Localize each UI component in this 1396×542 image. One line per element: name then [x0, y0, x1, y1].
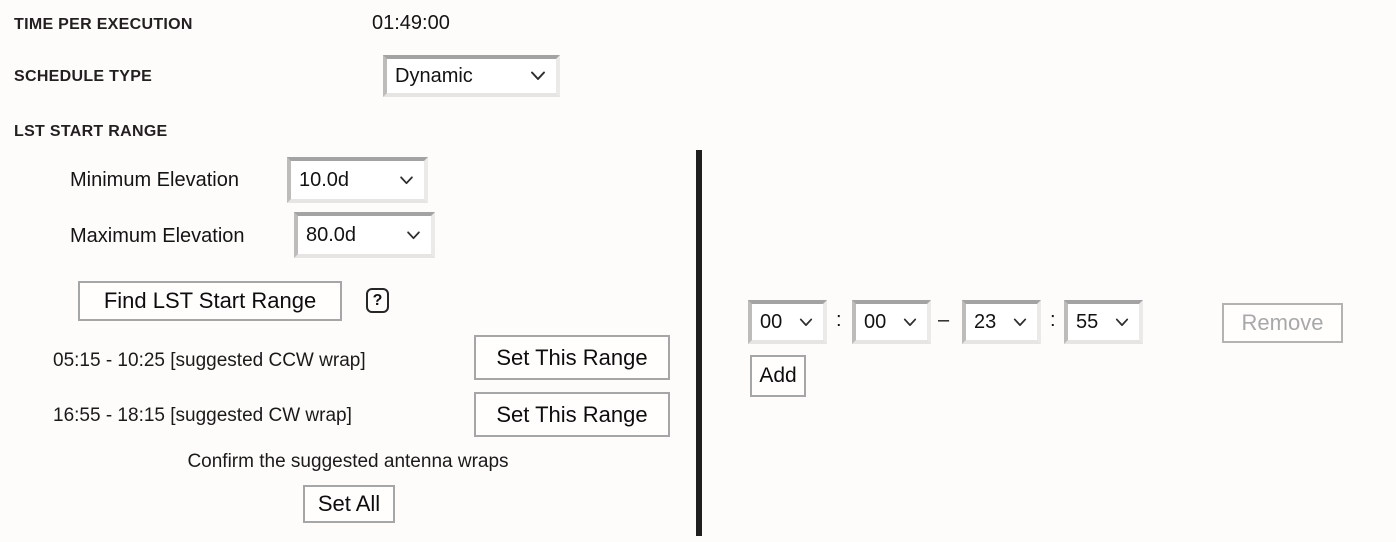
end-hour-select[interactable]: 23: [962, 300, 1041, 344]
chevron-down-icon: [799, 318, 813, 326]
suggested-range-1-text: 05:15 - 10:25 [suggested CCW wrap]: [53, 350, 366, 371]
start-minute-selected-value: 00: [864, 310, 887, 333]
maximum-elevation-selected-value: 80.0d: [306, 223, 357, 246]
add-range-button[interactable]: Add: [750, 355, 806, 397]
chevron-down-icon: [1115, 318, 1129, 326]
time-per-execution-value: 01:49:00: [372, 12, 450, 34]
chevron-down-icon: [531, 71, 545, 80]
start-hour-select[interactable]: 00: [748, 300, 827, 344]
end-minute-select[interactable]: 55: [1064, 300, 1143, 344]
maximum-elevation-select[interactable]: 80.0d: [294, 212, 435, 258]
end-hour-selected-value: 23: [974, 310, 997, 333]
end-minute-selected-value: 55: [1076, 310, 1099, 333]
maximum-elevation-label: Maximum Elevation: [70, 225, 245, 247]
time-per-execution-label: TIME PER EXECUTION: [14, 16, 193, 33]
minimum-elevation-select[interactable]: 10.0d: [287, 157, 428, 203]
find-lst-start-range-button[interactable]: Find LST Start Range: [78, 281, 342, 321]
range-separator-dash: –: [938, 309, 950, 331]
lst-start-range-section-label: LST START RANGE: [14, 123, 168, 140]
schedule-type-select[interactable]: Dynamic: [383, 55, 560, 97]
schedule-type-label: SCHEDULE TYPE: [14, 68, 153, 85]
suggested-range-2-text: 16:55 - 18:15 [suggested CW wrap]: [53, 405, 352, 426]
start-minute-select[interactable]: 00: [852, 300, 931, 344]
confirm-wraps-text: Confirm the suggested antenna wraps: [187, 451, 509, 472]
set-all-button[interactable]: Set All: [303, 485, 395, 523]
chevron-down-icon: [1013, 318, 1027, 326]
schedule-type-selected-value: Dynamic: [395, 64, 473, 87]
minimum-elevation-label: Minimum Elevation: [70, 169, 239, 191]
start-hour-selected-value: 00: [760, 310, 783, 333]
section-divider: [696, 150, 702, 536]
set-this-range-2-button[interactable]: Set This Range: [474, 392, 670, 437]
set-this-range-1-button[interactable]: Set This Range: [474, 335, 670, 380]
chevron-down-icon: [903, 318, 917, 326]
help-icon[interactable]: ?: [366, 288, 389, 313]
time-separator-colon: :: [836, 309, 842, 331]
chevron-down-icon: [400, 175, 413, 184]
minimum-elevation-selected-value: 10.0d: [299, 168, 350, 191]
time-separator-colon: :: [1050, 309, 1056, 331]
remove-range-button[interactable]: Remove: [1222, 303, 1343, 343]
chevron-down-icon: [407, 230, 420, 239]
